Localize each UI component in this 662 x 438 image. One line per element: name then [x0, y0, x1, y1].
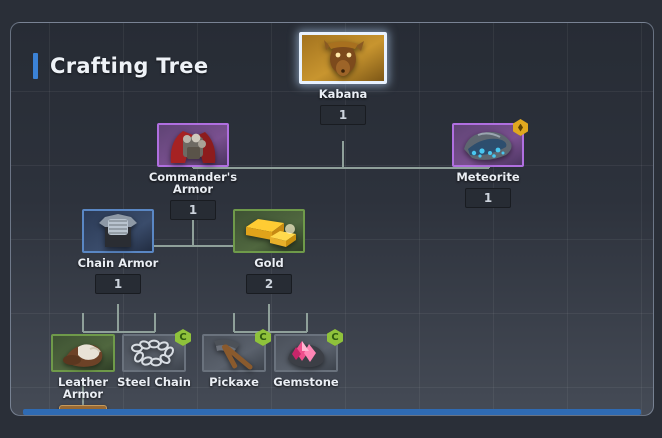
item-tile-commanders-armor[interactable]	[157, 123, 229, 167]
crafting-node-meteorite: Meteorite 1	[428, 119, 548, 208]
tree-connector-line	[118, 245, 270, 247]
gemstone-icon	[276, 336, 336, 370]
item-quantity-badge: 2	[246, 274, 292, 294]
tree-connector-line	[306, 313, 308, 332]
tree-connector-line	[82, 313, 84, 332]
pickaxe-icon	[204, 336, 264, 370]
item-quantity-badge: 1	[465, 188, 511, 208]
red-cape-armor-icon	[159, 125, 227, 165]
coin-currency-badge-icon: C	[255, 329, 271, 346]
item-tile-meteorite[interactable]	[452, 119, 528, 167]
crafting-node-kabana: Kabana 1	[283, 32, 403, 125]
item-name-label: Leather Armor	[57, 375, 109, 401]
beast-head-icon	[302, 35, 384, 81]
item-tile-kabana[interactable]	[299, 32, 387, 84]
item-quantity-badge: 1	[95, 274, 141, 294]
item-name-label: Pickaxe	[209, 375, 259, 389]
crafting-node-gemstone: C Gemstone	[246, 329, 366, 389]
panel-bottom-accent-bar	[23, 409, 641, 415]
gold-bars-icon	[235, 211, 303, 251]
item-name-label: Meteorite	[456, 170, 520, 184]
crafting-node-gold: Gold 2	[209, 209, 329, 294]
coin-currency-badge-icon: C	[175, 329, 191, 346]
item-name-label: Steel Chain	[117, 375, 191, 389]
chainmail-shirt-icon	[84, 211, 152, 251]
leather-hide-icon	[53, 336, 113, 370]
tree-connector-line	[233, 313, 235, 332]
item-name-label: Gemstone	[273, 375, 339, 389]
tree-connector-line	[154, 313, 156, 332]
crafting-node-chain-armor: Chain Armor 1	[58, 209, 178, 294]
item-quantity-badge: 1	[320, 105, 366, 125]
item-quantity-badge: 1	[170, 200, 216, 220]
meteorite-rock-icon	[454, 125, 522, 165]
tree-connector-line	[82, 383, 84, 405]
page-title-label: Crafting Tree	[50, 54, 209, 78]
crafting-node-leather-armor: Leather Armor	[23, 334, 143, 400]
tree-connector-line	[117, 304, 119, 331]
tree-connector-line	[193, 167, 489, 169]
title-accent-bar	[33, 53, 38, 79]
crafting-node-pickaxe: C Pickaxe	[174, 329, 294, 389]
tree-connector-line	[192, 218, 194, 245]
item-tile-chain-armor[interactable]	[82, 209, 154, 253]
coin-currency-badge-icon: C	[327, 329, 343, 346]
item-name-label: Commander's Armor	[148, 170, 238, 196]
crafting-node-commanders-armor: Commander's Armor 1	[133, 123, 253, 220]
item-tile-gold[interactable]	[233, 209, 305, 253]
tree-connector-line	[83, 331, 155, 333]
item-name-label: Chain Armor	[77, 256, 159, 270]
tree-connector-line	[342, 141, 344, 167]
item-tile-pickaxe[interactable]: C	[202, 329, 271, 372]
page-title: Crafting Tree	[33, 53, 208, 79]
steel-chain-icon	[124, 336, 184, 370]
tree-connector-line	[234, 331, 307, 333]
item-tile-gemstone[interactable]: C	[274, 329, 343, 372]
item-tile-leather-armor[interactable]	[51, 334, 115, 372]
item-tile-steel-chain[interactable]: C	[122, 329, 191, 372]
item-name-label: Kabana	[318, 87, 368, 101]
item-name-label: Gold	[254, 256, 284, 270]
premium-diamond-badge-icon	[513, 119, 528, 136]
tree-connector-line	[268, 304, 270, 331]
crafting-node-steel-chain: C Steel Chain	[94, 329, 214, 389]
